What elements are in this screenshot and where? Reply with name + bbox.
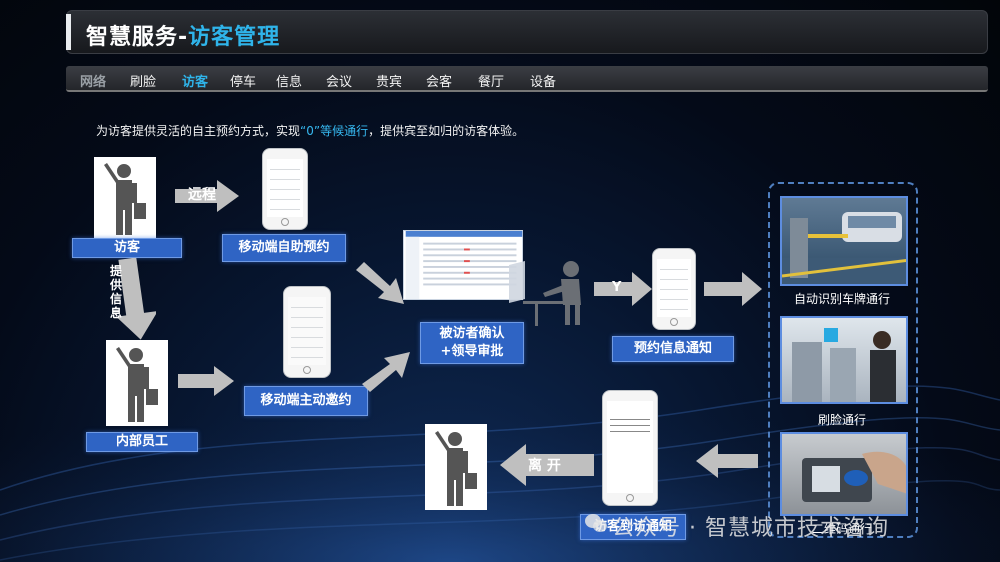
arrow-diag-up-icon: [362, 352, 410, 392]
yes-label: Y: [612, 280, 621, 295]
tab-network[interactable]: 网络: [80, 71, 106, 90]
page-title: 智慧服务-访客管理: [86, 19, 280, 51]
phone-notify: [652, 248, 696, 330]
tab-parking[interactable]: 停车: [230, 71, 256, 90]
person-icon: [425, 424, 487, 510]
leave-label: 离 开: [528, 455, 561, 475]
plate-pass-label: 自动识别车牌通行: [772, 290, 912, 307]
tab-device[interactable]: 设备: [530, 71, 556, 90]
person-at-desk-icon: [505, 255, 605, 327]
arrow-diag-down-icon: [356, 262, 404, 304]
tab-info[interactable]: 信息: [276, 71, 302, 90]
tab-restaurant[interactable]: 餐厅: [478, 71, 504, 90]
person-icon: [106, 340, 168, 426]
leaving-visitor-figure: [425, 424, 487, 510]
phone-invite: [283, 286, 331, 378]
staff-figure: [106, 340, 168, 426]
plate-recognition-photo: [780, 196, 908, 286]
arrow-right-icon: [704, 272, 762, 306]
face-pass-label: 刷脸通行: [772, 411, 912, 428]
mobile-invite-box: 移动端主动邀约: [244, 386, 368, 416]
arrow-right-icon: [594, 272, 652, 306]
phone-arrival: [602, 390, 658, 506]
remote-label: 远程: [188, 184, 216, 204]
tab-face[interactable]: 刷脸: [130, 71, 156, 90]
arrow-right-icon: [178, 366, 234, 396]
tab-visitor[interactable]: 访客: [182, 71, 208, 90]
tab-reception[interactable]: 会客: [426, 71, 452, 90]
description: 为访客提供灵活的自主预约方式，实现“0”等候通行，提供宾至如归的访客体验。: [96, 122, 524, 139]
visitor-figure: [94, 157, 156, 239]
staff-label: 内部员工: [86, 432, 198, 452]
wechat-icon: [584, 512, 608, 534]
visitor-label: 访客: [72, 238, 182, 258]
watermark-text: 公众号 · 智慧城市技术咨询: [612, 510, 889, 542]
face-pass-photo: [780, 316, 908, 404]
tab-vip[interactable]: 贵宾: [376, 71, 402, 90]
mobile-self-booking-box: 移动端自助预约: [222, 234, 346, 262]
confirm-approve-box: 被访者确认+领导审批: [420, 322, 524, 364]
person-icon: [94, 157, 156, 239]
phone-self-booking: [262, 148, 308, 230]
provide-info-label: 提供信息: [110, 264, 130, 320]
arrow-left-icon: [696, 444, 758, 478]
tab-meeting[interactable]: 会议: [326, 71, 352, 90]
notify-box: 预约信息通知: [612, 336, 734, 362]
qr-pass-photo: [780, 432, 908, 516]
title-accent: [66, 14, 71, 50]
